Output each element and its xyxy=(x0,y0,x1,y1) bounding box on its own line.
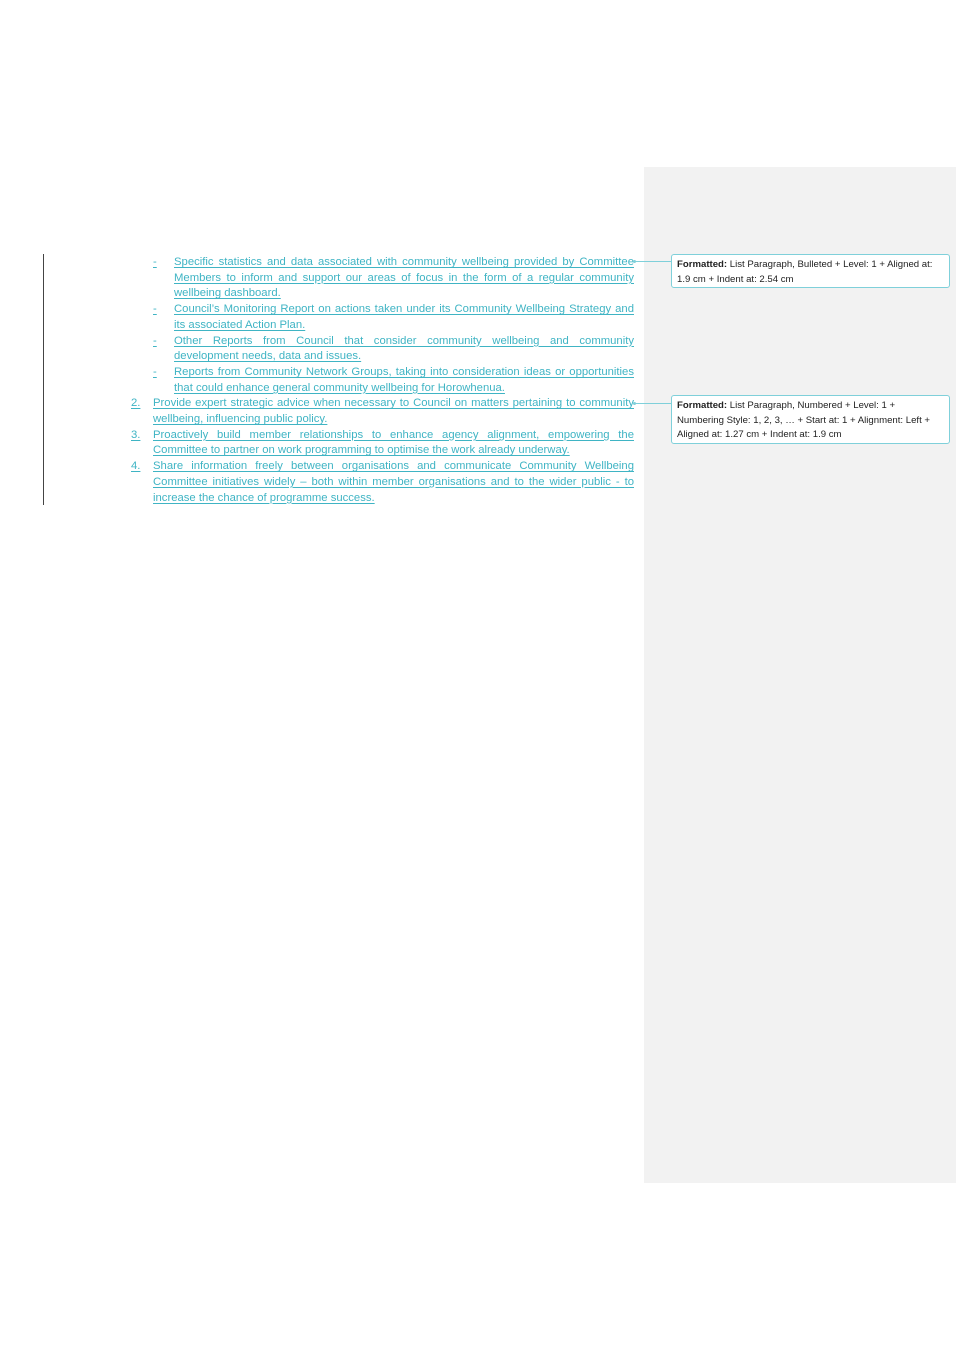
numbered-item[interactable]: 4. Share information freely between orga… xyxy=(131,459,634,506)
markup-pane xyxy=(644,167,956,1183)
comment-connector xyxy=(635,403,671,404)
bullet-item[interactable]: - Specific statistics and data associate… xyxy=(131,255,634,302)
bullet-item[interactable]: - Council’s Monitoring Report on actions… xyxy=(131,302,634,333)
format-comment-numbered[interactable]: Formatted: List Paragraph, Numbered + Le… xyxy=(671,395,950,444)
comment-label: Formatted: xyxy=(677,400,728,411)
comment-label: Formatted: xyxy=(677,259,728,270)
numbered-text: Proactively build member relationships t… xyxy=(153,428,634,457)
format-comment-bulleted[interactable]: Formatted: List Paragraph, Bulleted + Le… xyxy=(671,254,950,288)
bullet-marker: - xyxy=(153,365,157,378)
bullet-marker: - xyxy=(153,256,157,268)
comment-text: List Paragraph, Numbered + Level: 1 + Nu… xyxy=(677,400,931,440)
comment-connector xyxy=(635,261,671,262)
connector-anchor xyxy=(633,260,636,263)
numbered-item[interactable]: 3. Proactively build member relationship… xyxy=(131,428,634,459)
connector-anchor xyxy=(633,402,636,405)
number-marker: 4. xyxy=(131,460,141,473)
document-body: - Specific statistics and data associate… xyxy=(131,255,634,506)
number-marker: 3. xyxy=(131,428,141,441)
bullet-text: Specific statistics and data associated … xyxy=(174,256,634,300)
numbered-item[interactable]: 2. Provide expert strategic advice when … xyxy=(131,396,634,427)
bullet-text: Other Reports from Council that consider… xyxy=(174,334,634,363)
bullet-text: Council’s Monitoring Report on actions t… xyxy=(174,303,634,331)
number-marker: 2. xyxy=(131,397,141,410)
numbered-text: Share information freely between organis… xyxy=(153,460,634,504)
bullet-item[interactable]: - Other Reports from Council that consid… xyxy=(131,334,634,365)
bullet-marker: - xyxy=(153,334,157,347)
numbered-text: Provide expert strategic advice when nec… xyxy=(153,397,634,426)
bullet-text: Reports from Community Network Groups, t… xyxy=(174,365,634,394)
change-bar xyxy=(43,254,44,505)
bullet-marker: - xyxy=(153,303,157,316)
bullet-item[interactable]: - Reports from Community Network Groups,… xyxy=(131,365,634,396)
comment-text: List Paragraph, Bulleted + Level: 1 + Al… xyxy=(677,259,933,285)
